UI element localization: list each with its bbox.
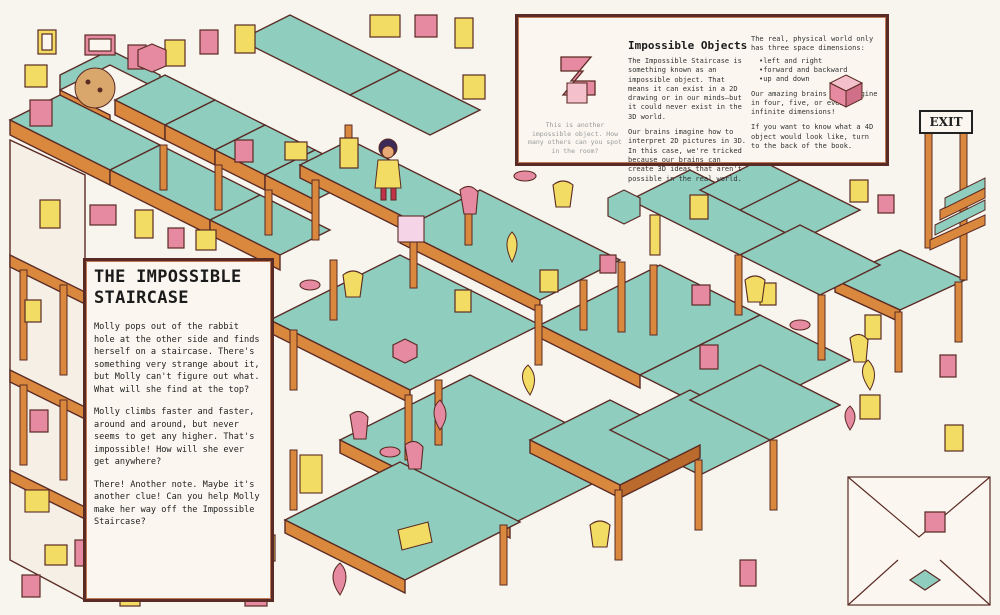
impossible-objects-panel: This is another impossible object. How m… bbox=[515, 14, 889, 183]
dimension-item: forward and backward bbox=[759, 66, 881, 75]
cookie-circle bbox=[74, 67, 116, 109]
impossible-object-caption: This is another impossible object. How m… bbox=[528, 121, 622, 155]
impossible-knot-icon bbox=[560, 56, 596, 104]
info-middle-column: The Impossible Staircase is something kn… bbox=[628, 57, 748, 190]
story-paragraph: Molly climbs faster and faster, around a… bbox=[94, 407, 255, 467]
furniture bbox=[24, 170, 869, 551]
info-paragraph: Our brains imagine how to interpret 2D p… bbox=[628, 128, 747, 183]
dimension-item: up and down bbox=[759, 75, 881, 84]
story-title-line2: STAIRCASE bbox=[94, 288, 189, 308]
info-paragraph: If you want to know what a 4D object wou… bbox=[751, 123, 874, 151]
exit-stairs bbox=[929, 177, 986, 251]
story-paragraph: Molly pops out of the rabbit hole at the… bbox=[94, 322, 260, 395]
info-right-column: The real, physical world only has three … bbox=[751, 35, 881, 157]
story-paragraph: There! Another note. Maybe it's another … bbox=[94, 479, 260, 528]
dimension-item: left and right bbox=[759, 57, 881, 66]
exit-sign[interactable]: EXIT bbox=[919, 110, 973, 134]
dimensions-list: left and right forward and backward up a… bbox=[751, 57, 881, 84]
molly-character bbox=[374, 138, 402, 201]
info-title: Impossible Objects bbox=[628, 39, 748, 52]
info-paragraph: The Impossible Staircase is something kn… bbox=[628, 57, 742, 121]
story-title-line1: THE IMPOSSIBLE bbox=[94, 267, 242, 287]
cube-icon bbox=[828, 74, 864, 108]
story-panel: THE IMPOSSIBLE STAIRCASE Molly pops out … bbox=[83, 258, 274, 602]
dimensions-intro: The real, physical world only has three … bbox=[751, 35, 874, 53]
envelope bbox=[847, 476, 991, 606]
info-paragraph: Our amazing brains can imagine in four, … bbox=[751, 89, 878, 117]
